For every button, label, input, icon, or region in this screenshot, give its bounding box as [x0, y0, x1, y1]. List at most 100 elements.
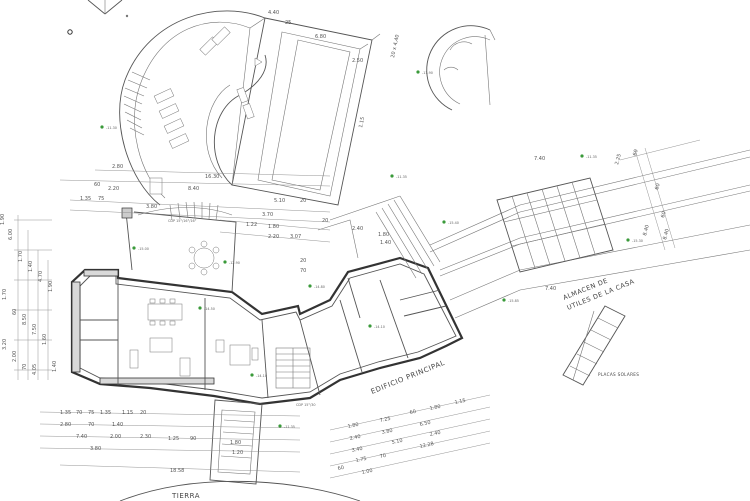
- dim-bl-10: 2.00: [110, 434, 121, 440]
- front-ramp: [209, 399, 263, 485]
- dim-right-6: 60: [660, 211, 667, 219]
- dim-br-15: 1.00: [361, 468, 373, 476]
- dim-bl-17: 18.58: [170, 468, 184, 474]
- level-9: -15.40: [448, 221, 459, 225]
- dim-br-14: 60: [337, 465, 344, 472]
- dim-midb-3: 3.80: [146, 204, 157, 210]
- dim-midb-6: 1.22: [246, 222, 257, 228]
- dim-bl-6: 2.80: [60, 422, 71, 428]
- level-1: -11.30: [106, 126, 117, 130]
- dim-br-3: 1.80: [429, 404, 441, 412]
- label-cdp-bottom: CDP 15°/30: [296, 403, 316, 407]
- dim-left-1: 6.00: [8, 229, 14, 240]
- storage-shed: [496, 177, 614, 273]
- dim-left-7: 60: [12, 309, 18, 315]
- entry-stairs: [317, 195, 441, 279]
- dim-left-3: 1.40: [28, 261, 34, 272]
- dimension-lines: [14, 139, 701, 479]
- dim-bl-16: 3.80: [90, 446, 101, 452]
- north-arrow: [67, 0, 129, 35]
- level-2: -11.90: [422, 71, 433, 75]
- dim-left-11: 3.20: [2, 339, 8, 350]
- dim-top-1: 6.80: [315, 34, 326, 40]
- dim-bl-2: 75: [88, 410, 94, 416]
- dimension-texts: 4.40 6.80 20 x 4,40 2.50 25 1.15 1.90 6.…: [0, 10, 671, 476]
- dim-br-5: 2.40: [349, 434, 361, 442]
- dim-midb-5: 3.70: [262, 212, 273, 218]
- dim-midb-0: 1.35: [80, 196, 91, 202]
- dim-left-8: 8.50: [22, 314, 28, 325]
- dim-top-0: 4.40: [268, 10, 279, 16]
- dim-left-10: 1.60: [42, 334, 48, 345]
- dim-top-5: 1.15: [358, 116, 366, 128]
- level-12: -15.30: [632, 239, 643, 243]
- dim-bl-11: 2.30: [140, 434, 151, 440]
- dim-bl-0: 1.35: [60, 410, 71, 416]
- dining-table: [147, 298, 183, 326]
- level-5: -12.90: [229, 261, 240, 265]
- dim-bl-9: 7.40: [76, 434, 87, 440]
- dim-left-6: 1.70: [2, 289, 8, 300]
- dim-midb-9: 3.07: [290, 234, 301, 240]
- dim-midb-2: 2.20: [108, 186, 119, 192]
- dim-mida-3: 5.10: [274, 198, 285, 204]
- solar-panels: [562, 305, 626, 386]
- dim-bl-12: 1.25: [168, 436, 179, 442]
- dim-bl-3: 1.35: [100, 410, 111, 416]
- curved-terrace: [119, 10, 267, 206]
- label-placas-solares: PLACAS SOLARES: [598, 372, 639, 377]
- dim-left-4: 4.70: [38, 271, 44, 282]
- level-14: -14.10: [256, 374, 267, 378]
- dim-br-1: 7.25: [379, 416, 391, 424]
- dim-br-2: 60: [409, 409, 416, 416]
- dim-mida-4: 20: [300, 198, 306, 204]
- dim-right-7: 8.40: [662, 228, 671, 240]
- dim-mida-2: 8.40: [188, 186, 199, 192]
- level-markers: -11.30 -11.90 -11.35 -15.00 -12.90 -14.5…: [100, 70, 643, 429]
- main-building: [70, 195, 464, 406]
- dim-stair-1: 1.40: [380, 240, 391, 246]
- dim-right-2: 8.40: [642, 224, 651, 236]
- dim-br-8: 3.40: [351, 446, 363, 454]
- dim-left-2: 1.70: [18, 251, 24, 262]
- ground-line: [119, 480, 361, 501]
- dim-mida-0: 2.80: [112, 164, 123, 170]
- dim-right-1: 2.25: [614, 153, 623, 165]
- label-cdp-top: CDP 15°/16°/16°: [168, 219, 197, 223]
- dim-right-0: 7.40: [534, 156, 545, 162]
- level-3: -11.35: [396, 175, 407, 179]
- dim-br-11: 1.75: [355, 456, 367, 464]
- dim-right-3: 7.40: [545, 286, 556, 292]
- dim-midb-4: 60: [94, 182, 100, 188]
- dim-bl-13: 90: [190, 436, 196, 442]
- dim-br-12: 70: [379, 453, 386, 460]
- dim-left-0: 1.90: [0, 214, 6, 225]
- round-pergola: [426, 25, 496, 111]
- dim-br-7: 6.50: [419, 420, 431, 428]
- dim-stair-3: 70: [300, 268, 306, 274]
- level-6: -14.50: [204, 307, 215, 311]
- dim-midb-10: 2.40: [352, 226, 363, 232]
- dim-left-12: 2.00: [12, 351, 18, 362]
- dim-left-15: 1.40: [52, 361, 58, 372]
- dim-left-9: 7.50: [32, 324, 38, 335]
- access-road: [429, 149, 750, 319]
- dim-br-6: 3.80: [381, 428, 393, 436]
- dim-stair-2: 20: [300, 258, 306, 264]
- level-7: -14.80: [314, 285, 325, 289]
- dim-bl-4: 1.15: [122, 410, 133, 416]
- level-10: -11.35: [586, 155, 597, 159]
- dim-left-5: 1.90: [48, 281, 54, 292]
- dim-br-9: 5.10: [391, 438, 403, 446]
- dim-bl-1: 70: [76, 410, 82, 416]
- dim-midb-8: 2.20: [268, 234, 279, 240]
- level-13: -11.35: [284, 425, 295, 429]
- dim-bl-7: 70: [88, 422, 94, 428]
- dim-bl-8: 1.40: [112, 422, 123, 428]
- dim-midb-7: 1.80: [268, 224, 279, 230]
- dim-top-4: 25: [285, 20, 291, 26]
- dim-br-4: 1.15: [454, 398, 466, 406]
- level-11: -15.85: [508, 299, 519, 303]
